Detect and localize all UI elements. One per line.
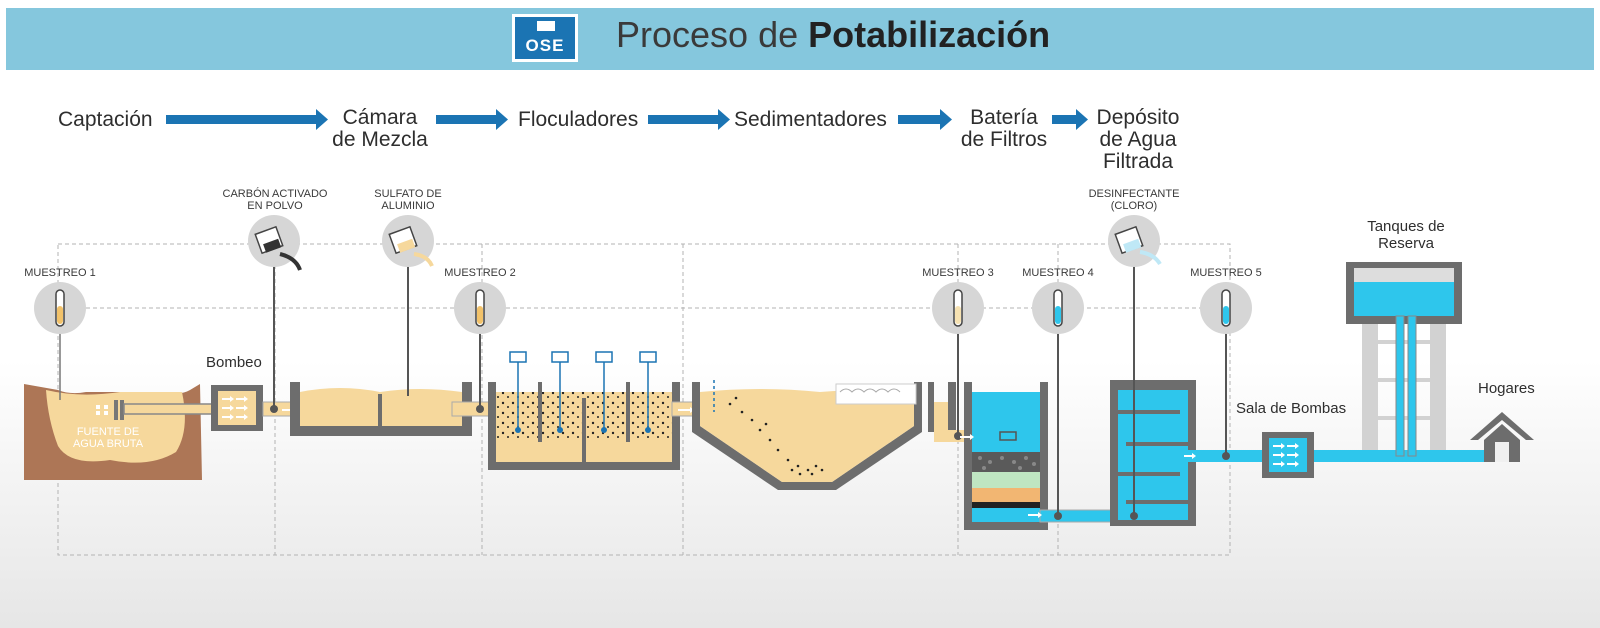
label-muestreo-5: MUESTREO 5: [1190, 267, 1262, 279]
title-bold: Potabilización: [808, 14, 1051, 55]
sample-tube-4: [1032, 282, 1084, 334]
sample-tubes: [34, 282, 1252, 334]
chemical-dosers: [248, 215, 1162, 271]
label-muestreo-2: MUESTREO 2: [444, 267, 516, 279]
sedimentadores: [692, 380, 984, 490]
label-hogares: Hogares: [1478, 380, 1535, 397]
sample-tube-1: [34, 282, 86, 334]
logo-text: OSE: [525, 36, 565, 55]
label-muestreo-3: MUESTREO 3: [922, 267, 994, 279]
bombeo-pump: [211, 262, 298, 431]
label-desinfectante: DESINFECTANTE (CLORO): [1088, 188, 1180, 212]
stage-camara-mezcla: Cámara de Mezcla: [332, 106, 428, 151]
label-tanques-reserva: Tanques de Reserva: [1367, 218, 1445, 252]
tanques-reserva: [1346, 262, 1462, 457]
sample-tube-2: [454, 282, 506, 334]
stage-floculadores: Floculadores: [518, 108, 639, 131]
title-prefix: Proceso de: [616, 14, 799, 55]
stage-bateria-filtros: Batería de Filtros: [960, 106, 1048, 151]
label-sulfato: SULFATO DE ALUMINIO: [374, 188, 442, 212]
ose-logo: OSE: [512, 14, 578, 62]
bateria-filtros: [954, 316, 1127, 530]
title-bar: [6, 8, 1594, 70]
camara-mezcla: [290, 262, 497, 436]
label-sala-bombas: Sala de Bombas: [1236, 400, 1347, 417]
stage-deposito-agua: Depósito de Agua Filtrada: [1096, 106, 1180, 173]
hogares-house: [1470, 412, 1534, 462]
stage-flow-arrows: [166, 109, 1088, 130]
sample-tube-5: [1200, 282, 1252, 334]
logo-mark: [537, 21, 555, 31]
floculadores: [488, 351, 703, 470]
label-muestreo-1: MUESTREO 1: [24, 267, 96, 279]
stage-sedimentadores: Sedimentadores: [734, 108, 887, 131]
label-fuente-agua: FUENTE DE AGUA BRUTA: [72, 426, 144, 450]
label-bombeo: Bombeo: [206, 354, 262, 371]
deposito-agua-filtrada: [1110, 262, 1278, 526]
sample-tube-3: [932, 282, 984, 334]
label-carbon: CARBÓN ACTIVADO EN POLVO: [222, 188, 328, 212]
captacion-pit: [24, 316, 215, 480]
stage-captacion: Captación: [58, 108, 153, 131]
page-title: Proceso de Potabilización: [616, 14, 1050, 56]
label-muestreo-4: MUESTREO 4: [1022, 267, 1094, 279]
